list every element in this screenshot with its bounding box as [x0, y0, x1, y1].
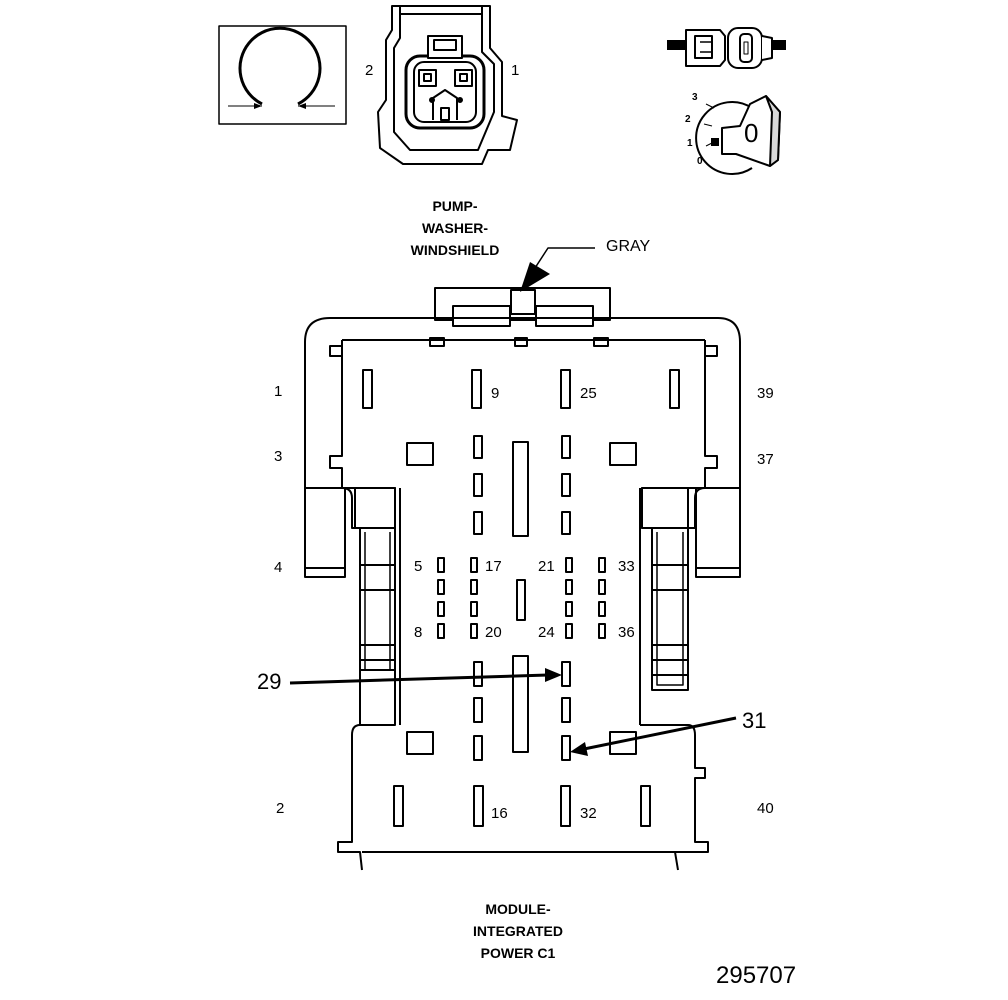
main-title-line-2: INTEGRATED — [473, 923, 563, 939]
pin-label-25: 25 — [580, 385, 597, 402]
pin-label-2: 2 — [276, 800, 285, 817]
callout-arrow-29 — [289, 668, 562, 685]
color-label: GRAY — [606, 238, 651, 255]
figure-number: 295707 — [716, 962, 797, 989]
pin-label-9: 9 — [491, 385, 500, 402]
pin-label-33: 33 — [618, 558, 635, 575]
pin-label-21: 21 — [538, 558, 555, 575]
switch-position-1: 1 — [687, 138, 693, 149]
main-title-line-3: POWER C1 — [480, 945, 556, 961]
pin-label-16: 16 — [491, 805, 508, 822]
pump-title-line-1: PUMP- — [432, 198, 478, 214]
gray-leader-arrow — [520, 247, 595, 292]
pump-connector-title: PUMP- WASHER- WINDSHIELD — [390, 195, 520, 261]
pin-label-17: 17 — [485, 558, 502, 575]
main-title-line-1: MODULE- — [485, 901, 551, 917]
main-connector-body — [304, 287, 741, 871]
pin-label-8: 8 — [414, 624, 423, 641]
plug-icon — [667, 27, 786, 69]
pin-label-32: 32 — [580, 805, 597, 822]
switch-position-3: 3 — [692, 92, 698, 103]
main-connector-title: MODULE- INTEGRATED POWER C1 — [443, 898, 593, 964]
switch-digit: 0 — [744, 118, 759, 148]
rotation-symbol — [218, 25, 347, 125]
pin-label-24: 24 — [538, 624, 555, 641]
rotary-switch-icon — [695, 95, 781, 175]
pump-pin-label-1: 1 — [511, 62, 520, 79]
pin-label-40: 40 — [757, 800, 774, 817]
pump-washer-connector — [377, 5, 518, 165]
pin-label-20: 20 — [485, 624, 502, 641]
callout-label-29: 29 — [257, 669, 282, 694]
pin-cavities — [362, 369, 680, 827]
callout-arrow-31 — [570, 716, 737, 756]
pin-label-3: 3 — [274, 448, 283, 465]
pump-pin-label-2: 2 — [365, 62, 374, 79]
switch-position-0: 0 — [697, 156, 703, 167]
pump-title-line-3: WINDSHIELD — [410, 242, 500, 258]
pin-label-36: 36 — [618, 624, 635, 641]
callout-label-31: 31 — [742, 708, 767, 733]
pin-label-1: 1 — [274, 383, 283, 400]
pin-label-39: 39 — [757, 385, 774, 402]
pin-label-4: 4 — [274, 559, 283, 576]
pin-label-5: 5 — [414, 558, 423, 575]
pin-label-37: 37 — [757, 451, 774, 468]
pump-title-line-2: WASHER- — [421, 220, 489, 236]
switch-position-2: 2 — [685, 114, 691, 125]
